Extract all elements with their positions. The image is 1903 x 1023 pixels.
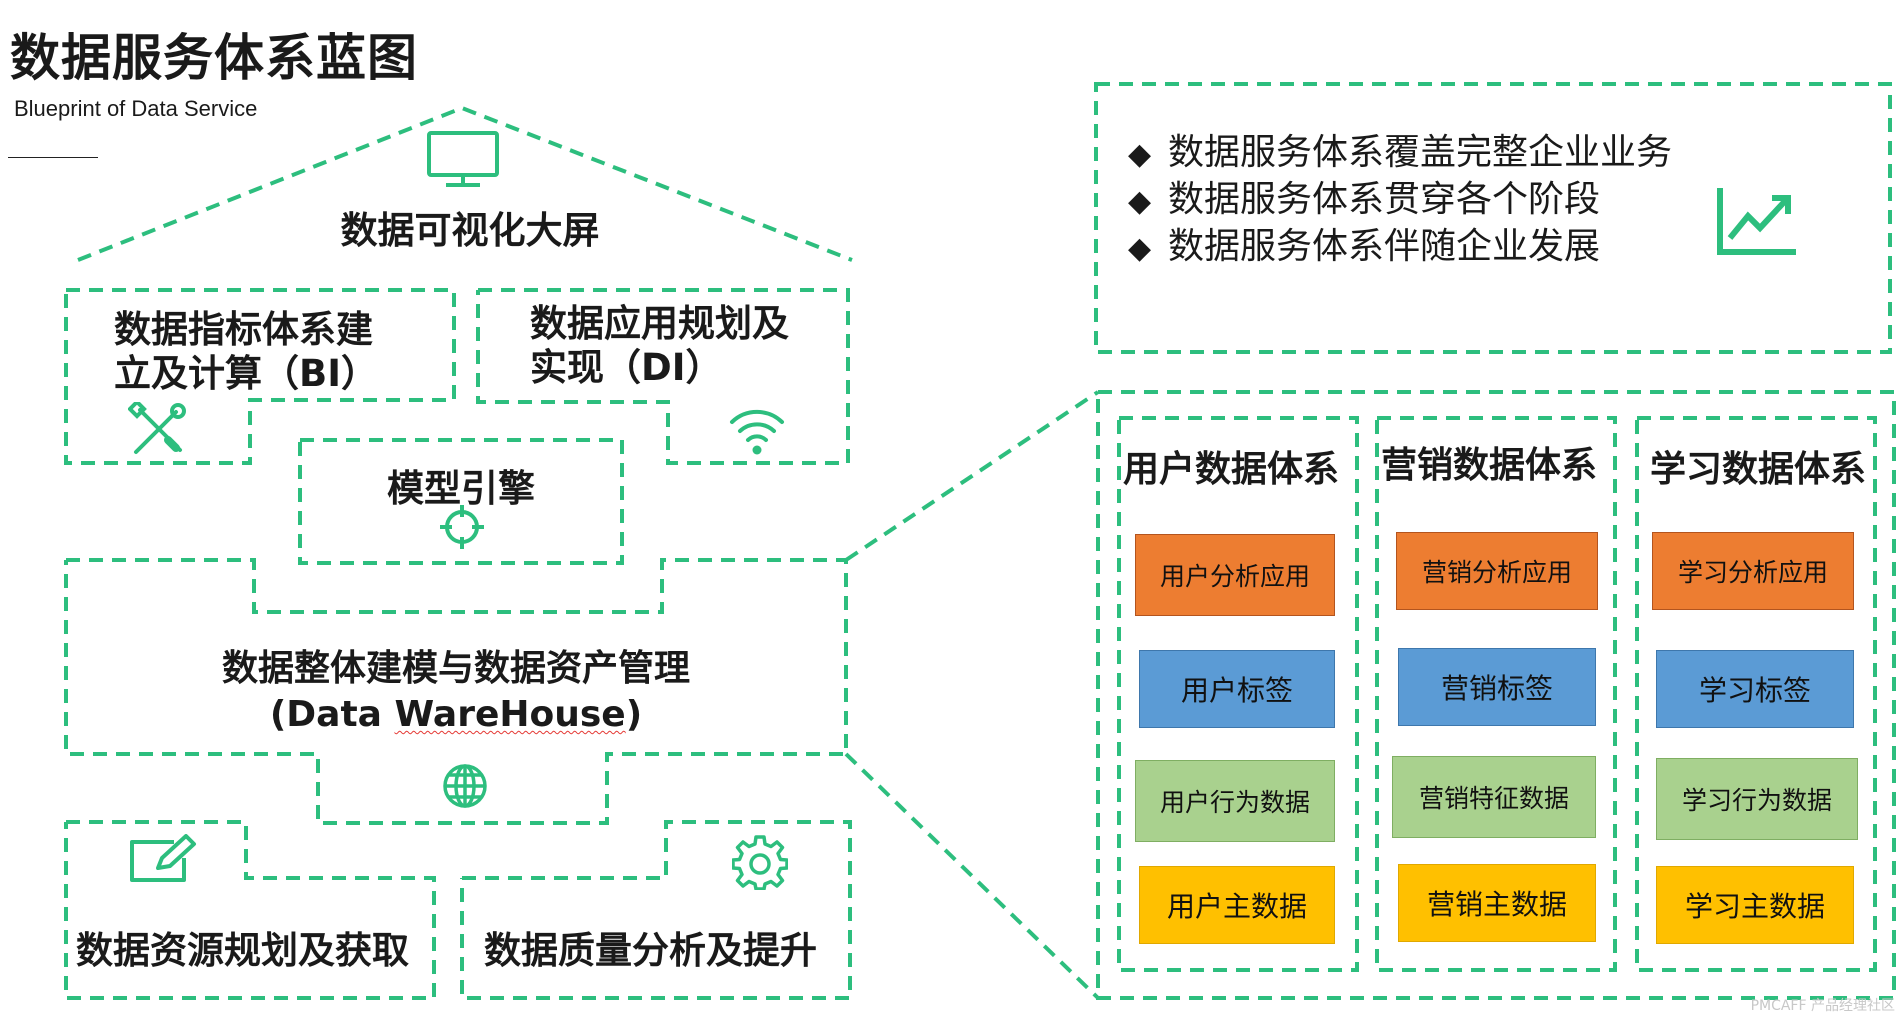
roof-label: 数据可视化大屏 bbox=[340, 209, 600, 252]
cell-marketing-analysis: 营销分析应用 bbox=[1396, 532, 1598, 610]
cell-user-analysis: 用户分析应用 bbox=[1135, 534, 1335, 616]
cell-learning-tags: 学习标签 bbox=[1656, 650, 1854, 728]
trend-chart-icon bbox=[1717, 188, 1796, 255]
di-label: 数据应用规划及 实现（DI） bbox=[530, 302, 789, 390]
column-header-marketing: 营销数据体系 bbox=[1381, 445, 1598, 486]
dw-label-prefix: (Data bbox=[269, 694, 395, 735]
acquire-outline bbox=[64, 820, 436, 1000]
summary-outline bbox=[1094, 82, 1892, 354]
cell-learning-analysis: 学习分析应用 bbox=[1652, 532, 1854, 610]
summary-bullet-text: 数据服务体系伴随企业发展 bbox=[1168, 226, 1601, 267]
dw-label-line2: (Data WareHouse) bbox=[66, 692, 846, 738]
dw-label: 数据整体建模与数据资产管理 (Data WareHouse) bbox=[66, 646, 846, 738]
cell-marketing-master: 营销主数据 bbox=[1398, 864, 1596, 942]
summary-bullet: ◆ 数据服务体系贯穿各个阶段 bbox=[1128, 177, 1672, 224]
cell-marketing-features: 营销特征数据 bbox=[1392, 756, 1596, 838]
model-outline bbox=[298, 438, 624, 565]
edit-icon bbox=[130, 834, 196, 882]
crosshair-icon bbox=[440, 505, 484, 549]
summary-bullet: ◆ 数据服务体系伴随企业发展 bbox=[1128, 224, 1672, 271]
globe-icon bbox=[443, 764, 487, 808]
wrench-screwdriver-icon bbox=[128, 402, 186, 454]
diamond-icon: ◆ bbox=[1128, 184, 1152, 219]
bi-label-line2: 立及计算（BI） bbox=[114, 352, 378, 395]
di-outline bbox=[476, 288, 850, 465]
model-label: 模型引擎 bbox=[387, 467, 535, 510]
di-label-line2: 实现（DI） bbox=[530, 346, 723, 389]
summary-bullets: ◆ 数据服务体系覆盖完整企业业务 ◆ 数据服务体系贯穿各个阶段 ◆ 数据服务体系伴随企… bbox=[1128, 130, 1672, 271]
bi-label-line1: 数据指标体系建 bbox=[114, 308, 373, 351]
page-subtitle: Blueprint of Data Service bbox=[14, 96, 258, 121]
column-header-user: 用户数据体系 bbox=[1123, 449, 1340, 490]
title-rule bbox=[8, 157, 98, 158]
cell-learning-behavior: 学习行为数据 bbox=[1656, 758, 1858, 840]
zoom-connector-bottom bbox=[844, 752, 1100, 1000]
gear-icon bbox=[732, 835, 788, 890]
bi-label: 数据指标体系建 立及计算（BI） bbox=[114, 308, 378, 396]
column-outline-learning bbox=[1635, 416, 1877, 972]
dw-label-suffix: ) bbox=[625, 694, 643, 735]
summary-bullet: ◆ 数据服务体系覆盖完整企业业务 bbox=[1128, 130, 1672, 177]
summary-bullet-text: 数据服务体系覆盖完整企业业务 bbox=[1168, 132, 1673, 173]
cell-learning-master: 学习主数据 bbox=[1656, 866, 1854, 944]
column-outline-user bbox=[1117, 416, 1359, 972]
detail-outline bbox=[1096, 390, 1896, 1000]
column-outline-marketing bbox=[1375, 416, 1617, 972]
watermark: PMCAFF 产品经理社区 bbox=[1750, 998, 1895, 1014]
bi-outline bbox=[64, 288, 456, 465]
cell-user-behavior: 用户行为数据 bbox=[1135, 760, 1335, 842]
cell-marketing-tags: 营销标签 bbox=[1398, 648, 1596, 726]
monitor-icon bbox=[427, 131, 499, 187]
diamond-icon: ◆ bbox=[1128, 137, 1152, 172]
acquire-label: 数据资源规划及获取 bbox=[76, 929, 409, 972]
cell-user-tags: 用户标签 bbox=[1139, 650, 1335, 728]
quality-label: 数据质量分析及提升 bbox=[484, 929, 817, 972]
page-title: 数据服务体系蓝图 bbox=[10, 29, 418, 87]
dw-outline bbox=[64, 558, 848, 825]
diamond-icon: ◆ bbox=[1128, 231, 1152, 266]
zoom-connector-top bbox=[844, 390, 1100, 562]
column-header-learning: 学习数据体系 bbox=[1650, 449, 1867, 490]
quality-outline bbox=[460, 820, 852, 1000]
dw-label-line1: 数据整体建模与数据资产管理 bbox=[221, 648, 690, 689]
summary-bullet-text: 数据服务体系贯穿各个阶段 bbox=[1168, 179, 1601, 220]
cell-user-master: 用户主数据 bbox=[1139, 866, 1335, 944]
wifi-icon bbox=[730, 409, 784, 455]
di-label-line1: 数据应用规划及 bbox=[530, 302, 789, 345]
dw-label-word: WareHouse bbox=[394, 694, 626, 735]
roof-outline bbox=[77, 105, 853, 262]
